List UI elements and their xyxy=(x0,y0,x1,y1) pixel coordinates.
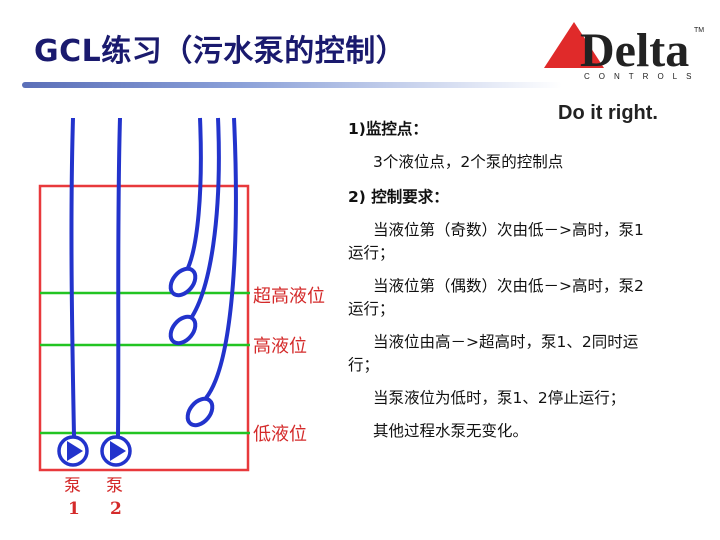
pump-2-icon xyxy=(100,435,132,467)
logo-sub-text: CONTROLS xyxy=(584,72,700,81)
tagline: Do it right. xyxy=(558,102,658,124)
requirements-text: 1)监控点： 3个液位点，2个泵的控制点 2) 控制要求： 当液位第（奇数）次由… xyxy=(348,118,658,453)
delta-triangle-icon xyxy=(544,22,604,68)
requirement-no-change: 其他过程水泵无变化。 xyxy=(373,422,529,440)
delta-controls-logo: Delta CONTROLS TM xyxy=(544,22,704,81)
float-switch-high xyxy=(168,314,198,346)
requirement-even-rise: 当液位第（偶数）次由低－>高时，泵2运行； xyxy=(348,277,644,318)
page-title: GCL练习（污水泵的控制） xyxy=(34,34,407,69)
pump-2-number: 2 xyxy=(110,499,122,519)
monitor-points-text: 3个液位点，2个泵的控制点 xyxy=(373,153,564,171)
logo-tm-text: TM xyxy=(694,27,704,34)
requirement-low-stop: 当泵液位为低时，泵1、2停止运行； xyxy=(373,389,626,407)
level-label-high: 高液位 xyxy=(253,336,307,357)
float-cable-3 xyxy=(204,117,238,400)
pump-1-label: 泵 xyxy=(64,476,81,496)
float-switch-low xyxy=(185,396,215,428)
pump-2-label: 泵 xyxy=(106,476,123,496)
level-label-low: 低液位 xyxy=(253,424,307,445)
logo-brand-text: Delta xyxy=(580,24,689,77)
float-switch-ultra-high xyxy=(168,266,198,298)
title-underline xyxy=(22,82,562,88)
requirement-ultra-high: 当液位由高－>超高时，泵1、2同时运行； xyxy=(348,333,639,374)
pump-1-icon xyxy=(57,435,89,467)
section-control-requirements-heading: 2) 控制要求： xyxy=(348,188,449,206)
float-cable-2 xyxy=(184,117,221,327)
section-monitor-points-heading: 1)监控点： xyxy=(348,120,428,138)
tank-outline xyxy=(38,184,250,472)
float-cable-1 xyxy=(184,117,203,273)
pump-1-number: 1 xyxy=(68,499,80,519)
requirement-odd-rise: 当液位第（奇数）次由低－>高时，泵1运行； xyxy=(348,221,644,262)
pump-1-pipe xyxy=(69,117,76,437)
level-label-ultra-high: 超高液位 xyxy=(253,286,325,307)
pump-2-pipe xyxy=(116,117,122,437)
